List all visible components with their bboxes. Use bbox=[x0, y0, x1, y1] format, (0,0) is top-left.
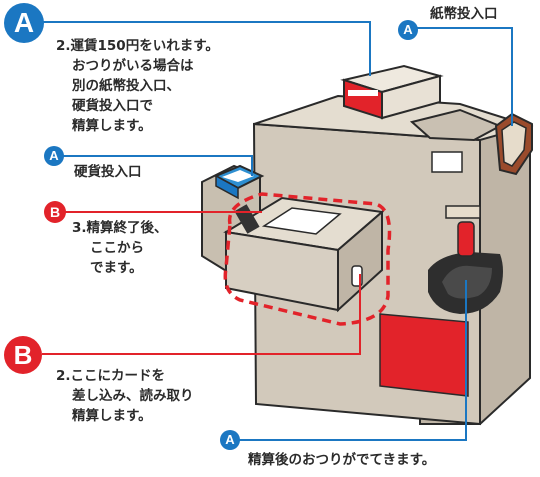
badge-a-coin-slot: A bbox=[44, 146, 64, 166]
step-a2-instructions: 2.運賃150円をいれます。 おつりがいる場合は 別の紙幣投入口、 硬貨投入口で… bbox=[56, 36, 219, 136]
badge-b-large: B bbox=[4, 336, 42, 374]
card-reader-highlight bbox=[223, 192, 392, 326]
leader-paper-slot bbox=[410, 27, 513, 126]
label-paper-note-slot: 紙幣投入口 bbox=[430, 6, 498, 22]
step-b2-instructions: 2.ここにカードを 差し込み、読み取り 精算します。 bbox=[56, 366, 194, 426]
leader-change-out bbox=[236, 280, 467, 441]
badge-a-change-out: A bbox=[220, 430, 240, 450]
step-a2-line-5: 精算します。 bbox=[72, 118, 152, 134]
step-b2-line-3: 精算します。 bbox=[72, 408, 152, 424]
leader-big-a bbox=[42, 21, 371, 76]
step-b3-line-3: でます。 bbox=[90, 260, 143, 276]
badge-a-large: A bbox=[4, 3, 44, 43]
badge-a-paper-slot: A bbox=[398, 20, 418, 40]
card-reader-side bbox=[337, 209, 383, 313]
step-b3-instructions: 3.精算終了後、 ここから でます。 bbox=[72, 218, 168, 278]
step-b2-line-2: 差し込み、読み取り bbox=[72, 388, 194, 404]
step-a2-line-1: 2.運賃150円をいれます。 bbox=[56, 38, 219, 54]
step-b3-line-2: ここから bbox=[90, 240, 144, 256]
step-a2-line-3: 別の紙幣投入口、 bbox=[72, 78, 180, 94]
step-a2-line-2: おつりがいる場合は bbox=[72, 58, 194, 74]
leader-card-in bbox=[42, 274, 361, 355]
label-change-out: 精算後のおつりがでてきます。 bbox=[248, 452, 436, 468]
step-b2-line-1: 2.ここにカードを bbox=[56, 368, 166, 384]
step-a2-line-4: 硬貨投入口で bbox=[72, 98, 153, 114]
front-red-panel bbox=[379, 313, 469, 397]
leader-coin-slot bbox=[58, 155, 253, 176]
badge-b-card-out: B bbox=[44, 201, 66, 223]
step-b3-line-1: 3.精算終了後、 bbox=[72, 220, 168, 236]
label-coin-slot: 硬貨投入口 bbox=[74, 164, 142, 180]
